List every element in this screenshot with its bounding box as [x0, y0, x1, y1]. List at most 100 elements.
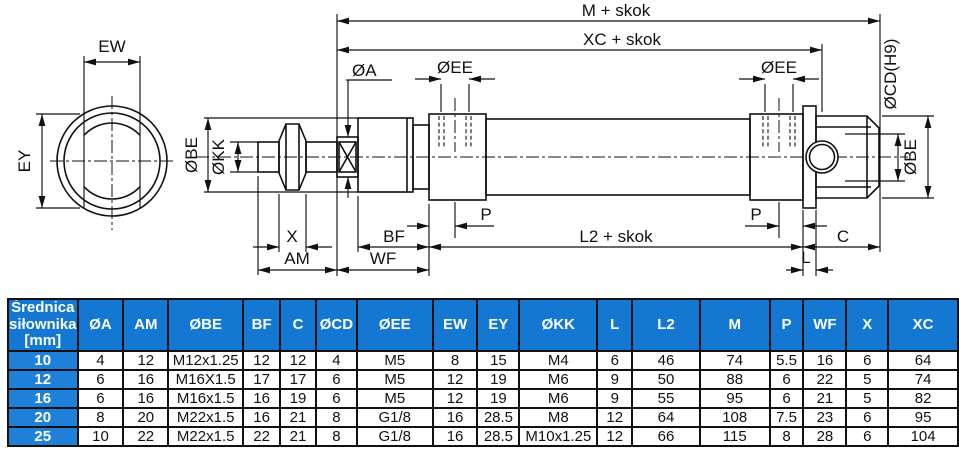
side-view — [196, 98, 908, 209]
table-cell: 6 — [76, 387, 125, 409]
dim-label-ew: EW — [98, 37, 125, 56]
table-cell: 50 — [631, 368, 701, 390]
table-cell: 5 — [845, 368, 890, 390]
column-header: ØCD — [314, 298, 358, 352]
table-cell: 16 — [242, 406, 282, 428]
dim-label-oee-front: ØEE — [437, 58, 473, 77]
column-header: XC — [887, 298, 959, 352]
table-cell: 12 — [242, 349, 282, 371]
table-cell: 9 — [596, 387, 634, 409]
end-view — [50, 96, 176, 230]
dim-label-ocd: ØCD(H9) — [881, 39, 900, 110]
table-cell: 10 — [76, 425, 125, 447]
table-cell: 6 — [845, 406, 890, 428]
column-header: ØEE — [355, 298, 434, 352]
column-header: EY — [476, 298, 521, 352]
table-cell: 19 — [476, 387, 521, 409]
row-size-label: 20 — [7, 406, 79, 428]
table-cell: 88 — [698, 368, 771, 390]
dim-label-am: AM — [284, 249, 310, 268]
table-cell: 95 — [887, 406, 959, 428]
table-cell: 12 — [596, 406, 634, 428]
table-cell: 6 — [845, 425, 890, 447]
table-cell: 21 — [802, 387, 848, 409]
table-cell: 19 — [476, 368, 521, 390]
table-cell: M16X1.5 — [167, 368, 245, 390]
table-cell: 15 — [476, 349, 521, 371]
table-cell: 5.5 — [768, 349, 805, 371]
table-cell: 12 — [431, 387, 479, 409]
table-cell: 8 — [431, 349, 479, 371]
column-header: AM — [122, 298, 170, 352]
table-cell: 16 — [122, 368, 170, 390]
table-cell: 28.5 — [476, 406, 521, 428]
column-header: WF — [802, 298, 848, 352]
table-cell: 28 — [802, 425, 848, 447]
table-cell: 16 — [122, 387, 170, 409]
table-cell: 12 — [596, 425, 634, 447]
table-cell: 16 — [431, 425, 479, 447]
table-cell: 16 — [802, 349, 848, 371]
table-cell: 19 — [279, 387, 317, 409]
table-cell: 5 — [845, 387, 890, 409]
table-cell: 22 — [122, 425, 170, 447]
row-size-label: 25 — [7, 425, 79, 447]
dim-label-bf: BF — [383, 227, 405, 246]
technical-drawing: EW EY M + skok XC + skok — [15, 1, 934, 276]
row-size-label: 12 — [7, 368, 79, 390]
table-cell: 6 — [596, 349, 634, 371]
dim-label-l2-skok: L2 + skok — [579, 227, 653, 246]
table-cell: 16 — [242, 387, 282, 409]
table-cell: 12 — [431, 368, 479, 390]
column-header: P — [768, 298, 805, 352]
table-cell: M8 — [518, 406, 599, 428]
table-cell: 28.5 — [476, 425, 521, 447]
table-cell: M22x1.5 — [167, 406, 245, 428]
table-cell: 6 — [768, 387, 805, 409]
table-cell: 74 — [887, 368, 959, 390]
table-cell: 20 — [122, 406, 170, 428]
table-cell: 6 — [314, 387, 358, 409]
column-header: L — [596, 298, 634, 352]
column-header: EW — [431, 298, 479, 352]
table-cell: 66 — [631, 425, 701, 447]
table-cell: 22 — [802, 368, 848, 390]
table-cell: 64 — [887, 349, 959, 371]
table-cell: 8 — [768, 425, 805, 447]
table-cell: 4 — [76, 349, 125, 371]
dim-label-ey: EY — [15, 150, 34, 173]
table-cell: M22x1.5 — [167, 425, 245, 447]
row-size-label: 10 — [7, 349, 79, 371]
table-cell: 9 — [596, 368, 634, 390]
dim-label-m-skok: M + skok — [582, 1, 651, 20]
table-cell: M5 — [355, 368, 434, 390]
table-cell: M5 — [355, 349, 434, 371]
table-cell: M6 — [518, 368, 599, 390]
table-cell: 74 — [698, 349, 771, 371]
table-cell: 12 — [122, 349, 170, 371]
table-cell: M4 — [518, 349, 599, 371]
table-cell: M5 — [355, 387, 434, 409]
dim-label-oa: ØA — [352, 61, 377, 80]
table-cell: 8 — [314, 406, 358, 428]
table-cell: 4 — [314, 349, 358, 371]
table-cell: G1/8 — [355, 406, 434, 428]
column-header: ØKK — [518, 298, 599, 352]
dim-label-wf: WF — [370, 249, 396, 268]
column-header: ØA — [76, 298, 125, 352]
table-cell: 8 — [76, 406, 125, 428]
column-header: X — [845, 298, 890, 352]
table-cell: 12 — [279, 349, 317, 371]
table-cell: M10x1.25 — [518, 425, 599, 447]
table-cell: M12x1.25 — [167, 349, 245, 371]
dim-label-okk: ØKK — [209, 138, 228, 175]
table-cell: 46 — [631, 349, 701, 371]
column-header: M — [698, 298, 771, 352]
table-cell: 115 — [698, 425, 771, 447]
table-cell: 17 — [279, 368, 317, 390]
